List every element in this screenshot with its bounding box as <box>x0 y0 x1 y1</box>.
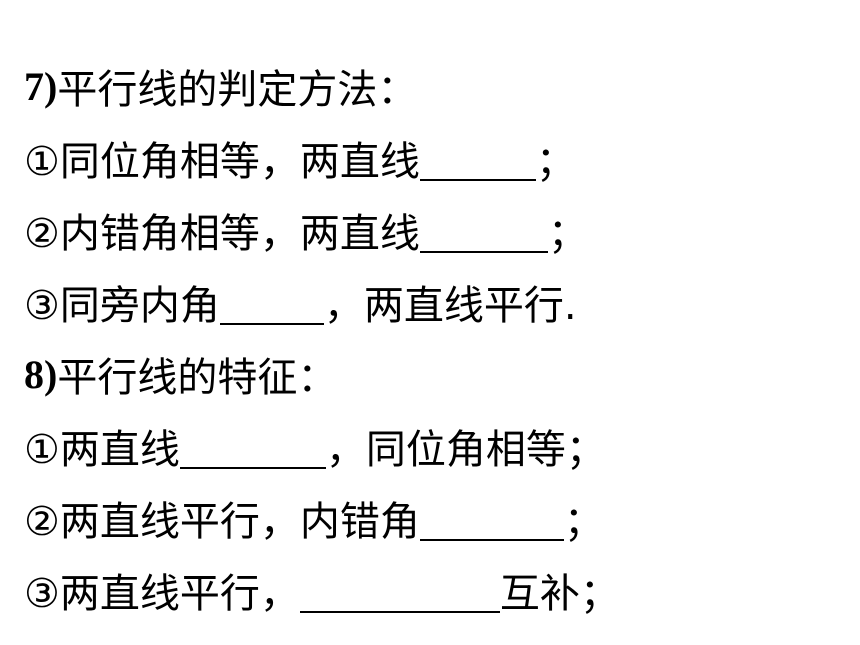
item-text-before: ①同位角相等，两直线 <box>24 139 420 185</box>
item-text-before: ②两直线平行，内错角 <box>24 499 420 545</box>
section-7-item-2: ②内错角相等，两直线 ； <box>24 194 844 266</box>
section-8-item-2: ②两直线平行，内错角 ； <box>24 482 844 554</box>
section-8-heading: 8)平行线的特征： <box>24 338 844 410</box>
section-7-title: 平行线的判定方法： <box>57 67 418 113</box>
section-7-number: 7) <box>24 63 58 109</box>
item-text-before: ①两直线 <box>24 427 180 473</box>
item-text-after: ，两直线平行. <box>323 283 577 329</box>
document-page: 7)平行线的判定方法： ①同位角相等，两直线 ； ②内错角相等，两直线 ； ③同旁… <box>24 50 844 626</box>
section-7-item-1: ①同位角相等，两直线 ； <box>24 122 844 194</box>
item-text-after: ，同位角相等； <box>325 427 606 473</box>
section-8-item-3: ③两直线平行， 互补； <box>24 554 844 626</box>
section-8-number: 8) <box>24 351 58 397</box>
section-8-title: 平行线的特征： <box>57 355 338 401</box>
answer-blank <box>419 139 536 181</box>
section-7-heading: 7)平行线的判定方法： <box>24 50 844 122</box>
item-text-after: 互补； <box>499 571 620 617</box>
answer-blank <box>179 427 326 469</box>
answer-blank <box>219 283 324 325</box>
item-text-after: ； <box>535 139 576 185</box>
item-text-before: ②内错角相等，两直线 <box>24 211 420 257</box>
answer-blank <box>299 571 500 613</box>
item-text-before: ③两直线平行， <box>24 571 300 617</box>
item-text-before: ③同旁内角 <box>24 283 220 329</box>
item-text-after: ； <box>563 499 604 545</box>
answer-blank <box>419 499 564 541</box>
section-8-item-1: ①两直线 ，同位角相等； <box>24 410 844 482</box>
section-7-item-3: ③同旁内角 ，两直线平行. <box>24 266 844 338</box>
answer-blank <box>419 211 548 253</box>
item-text-after: ； <box>547 211 588 257</box>
